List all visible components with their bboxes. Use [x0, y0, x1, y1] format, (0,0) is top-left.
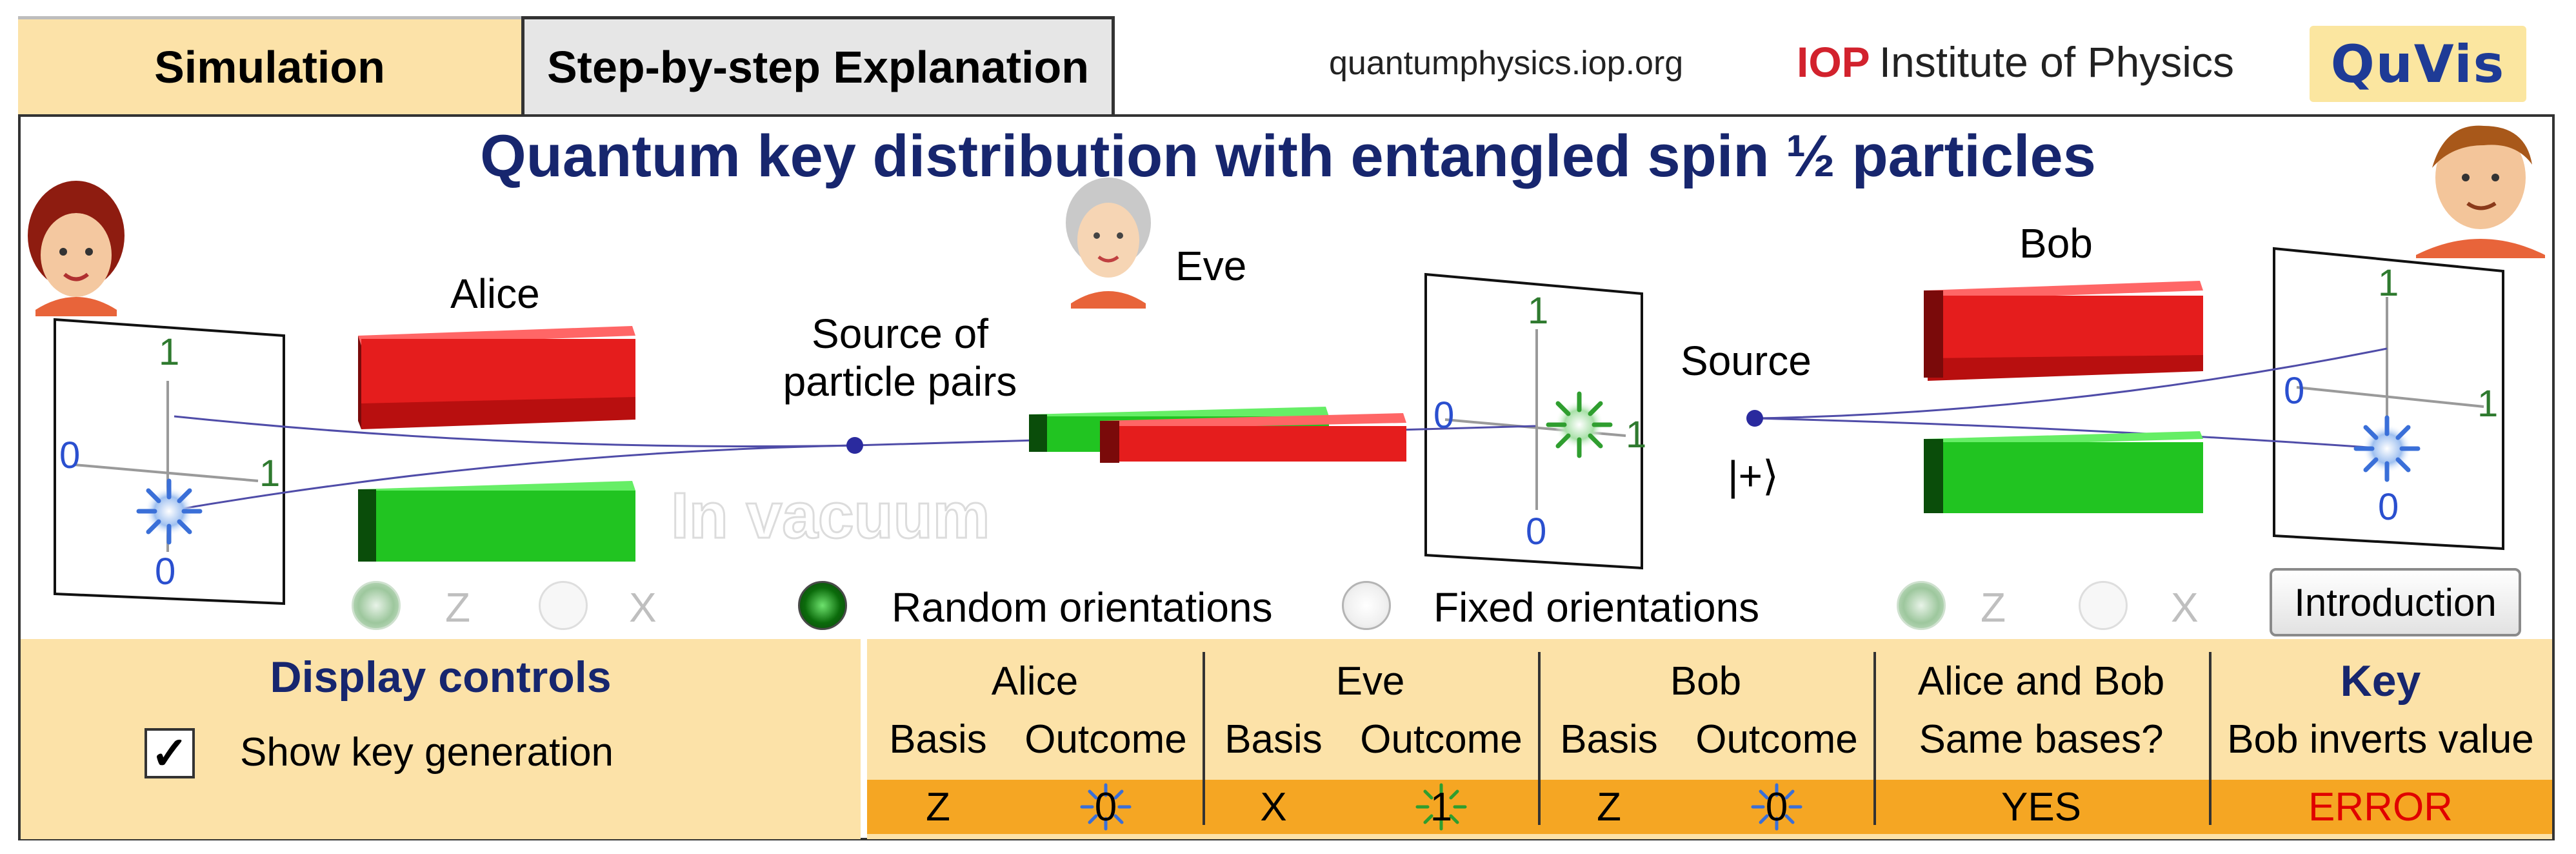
key-subheader: Bob inverts value: [2227, 717, 2534, 762]
tab-step-by-step-explanation[interactable]: Step-by-step Explanation: [521, 16, 1115, 114]
results-table: Alice Basis Outcome Eve Basis Outcome Bo…: [867, 639, 2552, 839]
source-label-line2: particle pairs: [783, 358, 1017, 405]
alice-outcome-header: Outcome: [1024, 717, 1187, 762]
alice-axis-top: 1: [159, 331, 180, 373]
display-controls-panel: Display controls ✓ Show key generation: [21, 639, 861, 839]
fixed-orientations-radio[interactable]: [1342, 581, 1391, 630]
tab-simulation[interactable]: Simulation: [18, 16, 521, 114]
bob-axis-top: 1: [2378, 262, 2399, 304]
bob-magnet-green: [1924, 431, 2203, 513]
column-divider: [1538, 652, 1541, 825]
show-key-generation-checkbox[interactable]: ✓: [145, 728, 195, 778]
display-controls-title: Display controls: [270, 653, 612, 702]
bob-z-label: Z: [1981, 584, 2006, 631]
quvis-logo: QuVis: [2310, 26, 2526, 102]
eve-magnet-red: [1100, 413, 1406, 463]
alice-z-label: Z: [445, 584, 471, 631]
bob-outcome-header: Outcome: [1695, 717, 1858, 762]
bob-x-radio[interactable]: [2079, 581, 2128, 630]
same-bases-header-line1: Alice and Bob: [1917, 659, 2165, 704]
source-of-pairs-label: Source of particle pairs: [748, 310, 1052, 405]
eve-basis-cell: X: [1260, 784, 1287, 829]
introduction-button[interactable]: Introduction: [2270, 568, 2521, 636]
bob-outcome-cell: 0: [1680, 780, 1873, 834]
bob-z-radio[interactable]: [1897, 581, 1946, 630]
eve-basis-header: Basis: [1224, 717, 1323, 762]
eve-spin-star: [1546, 391, 1613, 458]
show-key-generation-label: Show key generation: [240, 730, 614, 775]
alice-spin-star: [136, 478, 203, 545]
alice-basis-header: Basis: [889, 717, 987, 762]
bob-outcome-value: 0: [1765, 784, 1788, 829]
alice-avatar: [28, 181, 125, 316]
alice-z-radio[interactable]: [352, 581, 401, 630]
alice-label: Alice: [450, 270, 540, 317]
bob-axis-bottom: 0: [2378, 486, 2399, 528]
bob-basis-header: Basis: [1560, 717, 1658, 762]
simulation-scene: [28, 125, 2545, 605]
eve-outcome-value: 1: [1430, 784, 1453, 829]
random-orientations-radio[interactable]: [798, 581, 847, 630]
bob-header: Bob: [1670, 659, 1742, 704]
bob-magnet-red: [1924, 281, 2203, 381]
bob-basis-cell: Z: [1597, 784, 1621, 829]
website-link[interactable]: quantumphysics.iop.org: [1329, 45, 1684, 82]
fixed-orientations-label: Fixed orientations: [1433, 584, 1760, 631]
eve-outcome-cell: 1: [1344, 780, 1538, 834]
eve-label: Eve: [1175, 243, 1247, 289]
key-header: Key: [2340, 656, 2421, 706]
eve-axis-left: 0: [1433, 394, 1455, 436]
right-source-label: Source: [1681, 338, 1812, 384]
same-bases-header-line2: Same bases?: [1919, 717, 2164, 762]
table-row: [867, 780, 2552, 834]
key-cell: ERROR: [2308, 784, 2453, 829]
state-label: |+⟩: [1728, 452, 1779, 499]
column-divider: [2209, 652, 2212, 825]
alice-x-radio[interactable]: [539, 581, 588, 630]
blue-star-icon: [1751, 783, 1802, 831]
bob-axis-left: 0: [2284, 370, 2305, 412]
bob-x-label: X: [2171, 584, 2199, 631]
alice-axis-right: 1: [259, 452, 281, 494]
column-divider: [1203, 652, 1205, 825]
random-orientations-label: Random orientations: [892, 584, 1273, 631]
alice-basis-cell: Z: [926, 784, 950, 829]
alice-header: Alice: [991, 659, 1079, 704]
bob-axis-right: 1: [2477, 383, 2499, 425]
bob-spin-star: [2353, 415, 2421, 482]
alice-outcome-value: 0: [1094, 784, 1117, 829]
green-star-icon: [1415, 783, 1467, 831]
alice-x-label: X: [629, 584, 657, 631]
eve-axis-right: 1: [1626, 414, 1647, 456]
alice-magnet-red: [358, 326, 635, 429]
same-bases-cell: YES: [2001, 784, 2082, 829]
page-title: Quantum key distribution with entangled …: [480, 123, 2096, 189]
bob-avatar: [2416, 125, 2545, 258]
eve-outcome-header: Outcome: [1360, 717, 1523, 762]
right-source-dot: [1746, 410, 1763, 427]
alice-axis-bottom: 0: [155, 551, 176, 593]
alice-outcome-cell: 0: [1009, 780, 1203, 834]
eve-header: Eve: [1335, 659, 1405, 704]
eve-axis-top: 1: [1528, 290, 1549, 332]
eve-avatar: [1066, 178, 1151, 309]
in-vacuum-watermark: In vacuum: [670, 479, 992, 553]
column-divider: [1873, 652, 1876, 825]
left-source-dot: [846, 437, 863, 454]
blue-star-icon: [1080, 783, 1132, 831]
eve-axis-bottom: 0: [1526, 511, 1547, 553]
iop-name: Institute of Physics: [1879, 38, 2234, 86]
alice-magnet-green: [358, 481, 635, 562]
source-label-line1: Source of: [812, 310, 988, 357]
simulation-frame: [18, 114, 2555, 840]
iop-abbrev: IOP: [1797, 38, 1870, 86]
alice-axis-left: 0: [59, 434, 81, 476]
bob-label: Bob: [2019, 220, 2093, 267]
